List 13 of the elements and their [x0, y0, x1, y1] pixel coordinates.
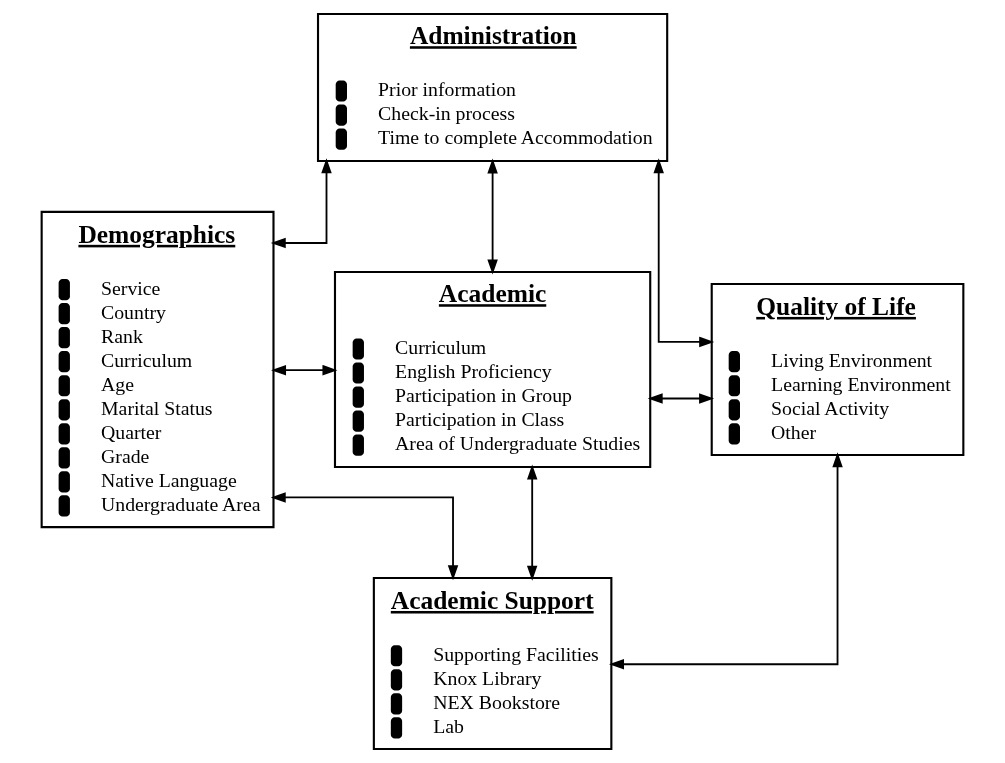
arrow [270, 492, 459, 581]
arrow [647, 393, 715, 404]
node-box: Administration Prior information Check-in process Time to complete Accommodation [316, 12, 669, 163]
arrow [270, 158, 332, 249]
arrow [487, 158, 498, 275]
arrow [609, 452, 843, 670]
node-box: Academic Curriculum English Proficiency Participation in Group Participation in Class Area of Undergraduate Studies [333, 270, 652, 469]
node-box: Demographics Service Country Rank Curriculum Age Marital Status Quarter Grade Native Language Undergraduate Area [40, 210, 275, 529]
node-box: Academic Support Supporting Facilities Knox Library NEX Bookstore Lab [372, 576, 613, 751]
node-box: Quality of Life Living Environment Learning Environment Social Activity Other [710, 282, 965, 457]
arrow [271, 364, 338, 376]
arrow [653, 158, 715, 348]
arrow [526, 464, 538, 581]
